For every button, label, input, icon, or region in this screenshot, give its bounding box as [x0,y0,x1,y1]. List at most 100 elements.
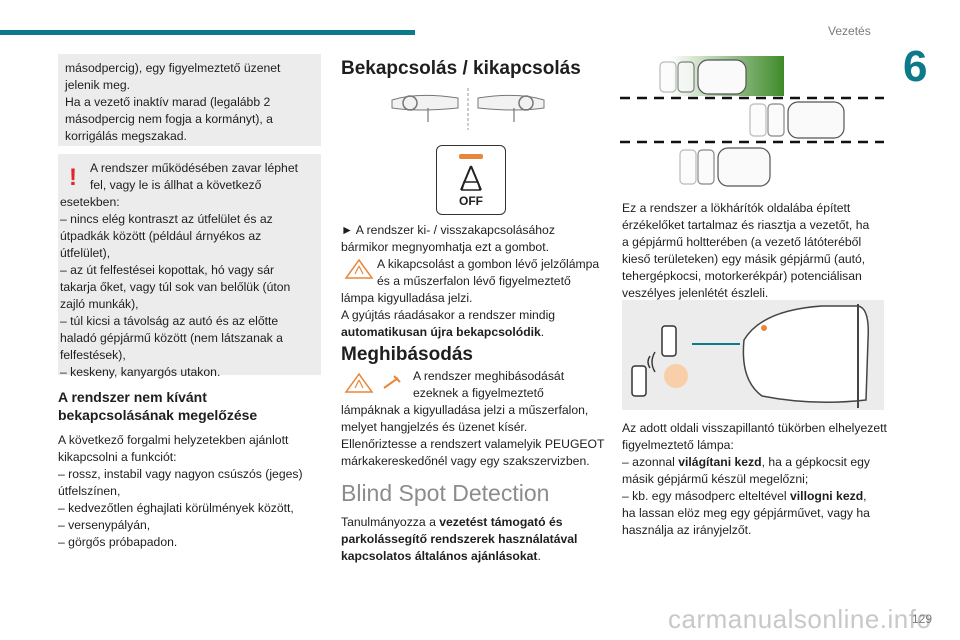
text-fragment: , ha a gépkocsit egy [761,455,870,469]
text-line: – versenypályán, [58,518,151,532]
text-line: Ez a rendszer a lökhárítók oldalába épít… [622,201,851,215]
text-line: A következő forgalmi helyzetekben ajánlo… [58,433,289,447]
text-line: tehergépkocsi, motorkerékpár) potenciáli… [622,269,862,283]
paragraph: lámpa kigyulladása jelzi. A gyújtás ráad… [341,290,555,341]
text-line: útpadkák között (például árnyékos az [60,229,262,243]
bold-text: automatikusan újra bekapcsolódik [341,325,541,339]
bold-text: vezetést támogató és [439,515,563,529]
text-line: bármikor megnyomhatja ezt a gombot. [341,240,549,254]
text-line: veszélyes jelenlétét észleli. [622,286,769,300]
text-line: Ellenőriztesse a rendszert valamelyik PE… [341,437,605,451]
text-line: és a műszerfalon lévő figyelmeztető [377,274,571,288]
text-line: Tanulmányozza a vezetést támogató és [341,514,577,531]
warning-lamp-icon [344,258,374,279]
text-fragment: . [537,549,541,563]
text-line: lámpáknak a kigyulladása jelzi a műszerf… [341,403,589,417]
text-fragment: , [863,489,867,503]
mirror-lamp-illustration [622,300,884,410]
text-fragment: – azonnal [622,455,679,469]
text-line: kieső területeken) egy másik gépjármű (a… [622,252,866,266]
heading-line: A rendszer nem kívánt [58,389,207,405]
text-line: – nincs elég kontraszt az útfelület és a… [60,212,273,226]
lane-assist-off-button: OFF [436,145,506,215]
text-line: kikapcsolni a funkciót: [58,450,177,464]
watermark: carmanualsonline.info [668,604,932,634]
text-line: – az út felfestései kopottak, hó vagy sá… [60,263,275,277]
text-line: érzékelőket tartalmaz és riasztja a veze… [622,218,870,232]
text-line: Az adott oldali visszapillantó tükörben … [622,421,887,435]
text-line: – azonnal világítani kezd, ha a gépkocsi… [622,454,887,471]
info-box-text: másodpercig), egy figyelmeztető üzenet j… [65,60,280,145]
text-line: takarja őket, vagy túl sok van belőlük (… [60,280,291,294]
text-line: haladó gépjármű között (nem látszanak a [60,331,283,345]
section-heading: A rendszer nem kívánt bekapcsolásának me… [58,388,257,424]
bold-text: parkolássegítő rendszerek használatával [341,532,578,546]
bold-text: villogni kezd [790,489,864,503]
heading-line: bekapcsolásának megelőzése [58,407,258,423]
section-heading: Bekapcsolás / kikapcsolás [341,58,581,79]
text-fragment: Tanulmányozza a [341,515,440,529]
text-line: – kedvezőtlen éghajlati körülmények közö… [58,501,294,515]
section-heading: Meghibásodás [341,344,473,365]
text-line: a gépjármű holtterében (a vezető látóter… [622,235,862,249]
text-line: lámpa kigyulladása jelzi. [341,291,473,305]
text-line: – túl kicsi a távolság az autó és az elő… [60,314,279,328]
text-line: – kb. egy másodperc elteltével villogni … [622,488,887,505]
text-line: ezeknek a figyelmeztető [413,386,544,400]
text-line: másodpercig nem fogja a kormányt), a [65,112,273,126]
header-bar [0,30,415,35]
text-line: fel, vagy le is állhat a következő [90,178,262,192]
text-line: használja az irányjelzőt. [622,523,752,537]
text-line: Ha a vezető inaktív marad (legalább 2 [65,95,271,109]
text-line: ► A rendszer ki- / visszakapcsolásához [341,223,555,237]
paragraph-indented: A rendszer meghibásodását ezeknek a figy… [413,368,564,402]
warning-icon: ! [69,164,77,191]
text-line: melyet hangjelzés és üzenet kísér. [341,420,528,434]
text-line: jelenik meg. [65,78,131,92]
text-line: A rendszer meghibásodását [413,369,565,383]
text-line: másik gépjármű készül megelőzni; [622,472,809,486]
text-line: másodpercig), egy figyelmeztető üzenet [65,61,281,75]
paragraph: A következő forgalmi helyzetekben ajánlo… [58,432,303,551]
section-title: Vezetés [828,24,871,38]
info-box: másodpercig), egy figyelmeztető üzenet j… [58,54,321,146]
warning-rest-lines: esetekben: – nincs elég kontraszt az útf… [60,194,290,381]
paragraph: lámpáknak a kigyulladása jelzi a műszerf… [341,402,604,470]
text-fragment: – kb. egy másodperc elteltével [622,489,791,503]
text-line: felfestések), [60,348,126,362]
steering-wheel-illustration [391,88,545,130]
text-line: útfelszínen, [58,484,121,498]
text-line: – keskeny, kanyargós utakon. [60,365,221,379]
warning-lamps-icon [344,372,401,393]
text-fragment: . [540,325,545,339]
lane-keep-icon [459,154,483,191]
text-line: kapcsolatos általános ajánlásokat. [341,548,577,565]
page-number: 129 [912,612,933,626]
warning-first-lines: A rendszer működésében zavar léphet fel,… [90,160,298,194]
mirror-warning-icon [631,304,870,408]
paragraph: Tanulmányozza a vezetést támogató és par… [341,514,577,565]
chapter-number: 6 [903,42,928,91]
text-line: A kikapcsolást a gombon lévő jelzőlámpa [377,257,600,271]
text-line: automatikusan újra bekapcsolódik. [341,324,555,341]
bold-text: világítani kezd [678,455,762,469]
text-line: figyelmeztető lámpa: [622,438,734,452]
text-line: útfelület), [60,246,111,260]
text-line: zajló munkák), [60,297,139,311]
warning-box: ! A rendszer működésében zavar léphet fe… [58,154,321,379]
paragraph: ► A rendszer ki- / visszakapcsolásához b… [341,222,555,256]
text-line: parkolássegítő rendszerek használatával [341,531,577,548]
blind-spot-illustration [620,56,884,187]
text-line: ha lassan elöz meg egy gépjárművet, vagy… [622,506,870,520]
text-line: A gyújtás ráadásakor a rendszer mindig [341,308,556,322]
text-line: márkakereskedőnél vagy egy szakszervizbe… [341,454,590,468]
text-line: korrigálás megszakad. [65,129,187,143]
paragraph-indented: A kikapcsolást a gombon lévő jelzőlámpa … [377,256,599,290]
section-heading: Blind Spot Detection [341,480,550,506]
text-line: – görgős próbapadon. [58,535,178,549]
text-line: A rendszer működésében zavar léphet [90,161,298,175]
text-line: esetekben: [60,195,120,209]
paragraph: Az adott oldali visszapillantó tükörben … [622,420,887,539]
bold-text: kapcsolatos általános ajánlásokat [341,549,538,563]
text-line: – rossz, instabil vagy nagyon csúszós (j… [58,467,303,481]
